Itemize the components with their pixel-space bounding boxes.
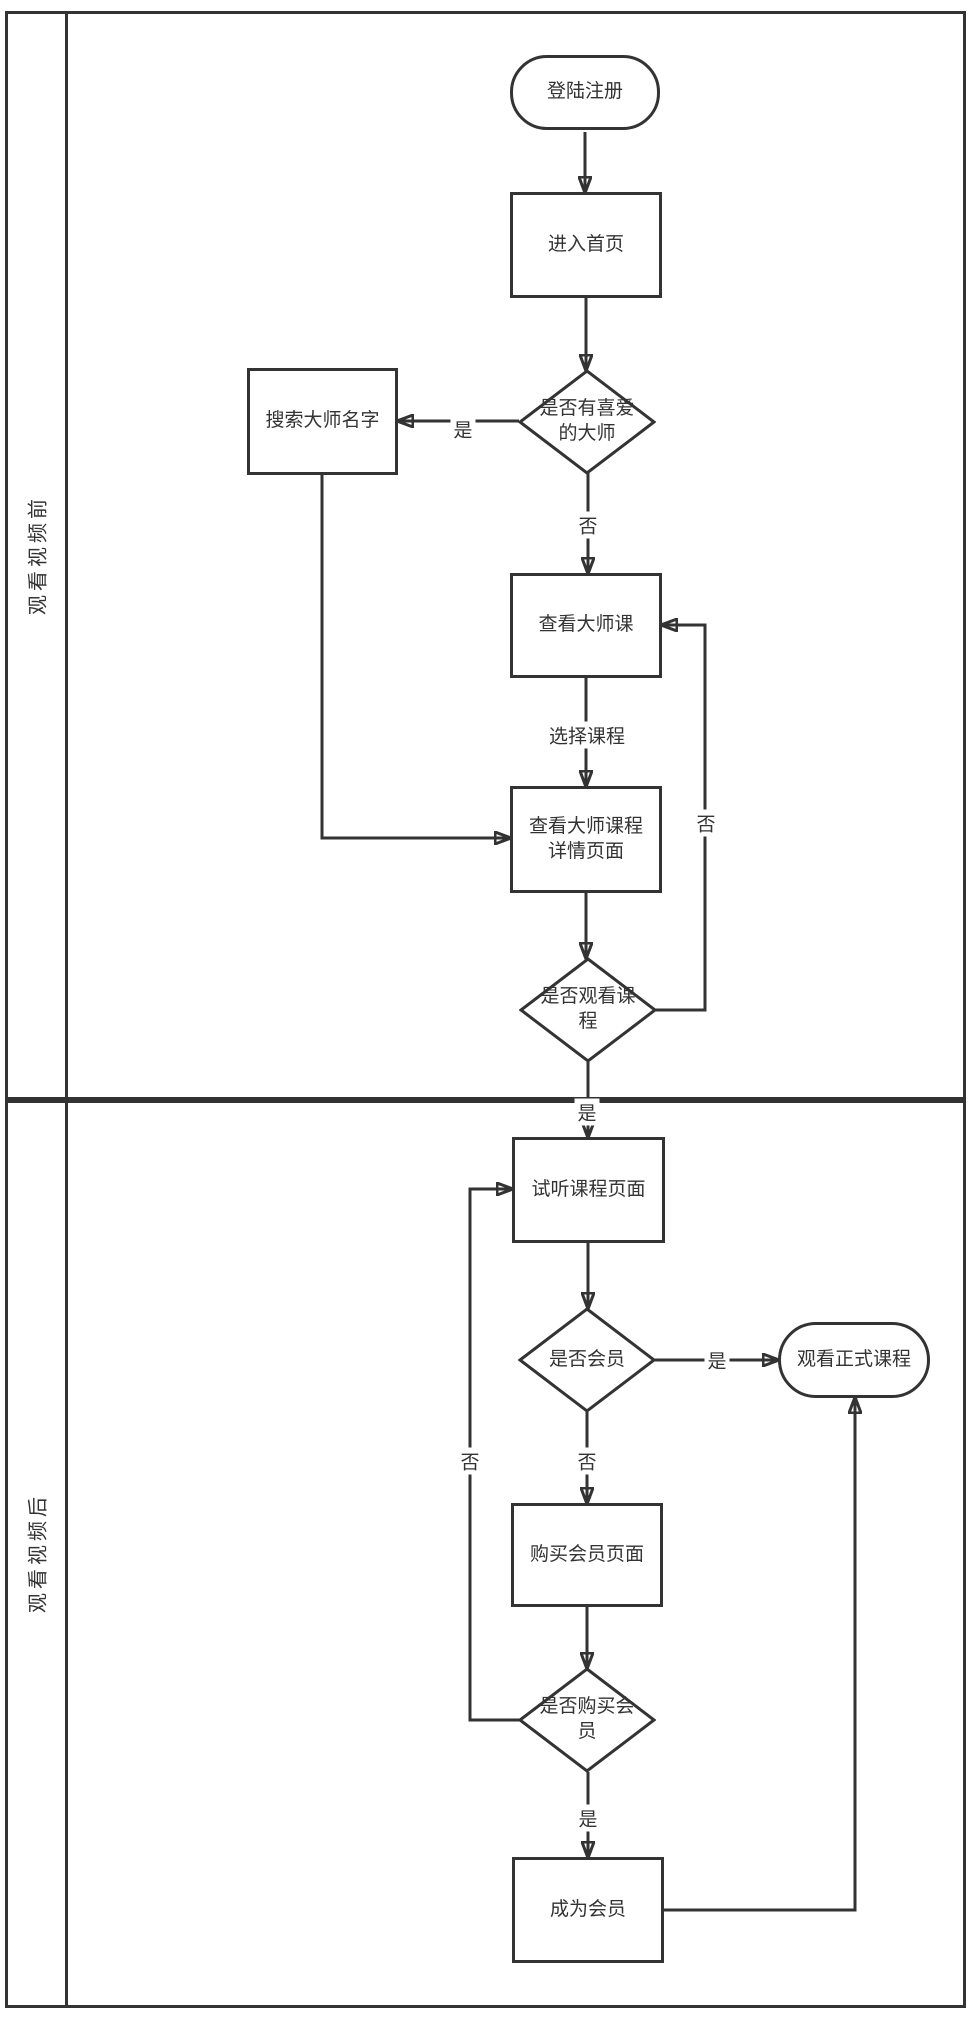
swimlane-border	[5, 11, 966, 2008]
course-detail-page-node: 查看大师课程 详情页面	[510, 786, 662, 893]
edge-label-yes: 是	[450, 415, 476, 443]
node-label: 试听课程页面	[531, 1178, 646, 1200]
node-label: 进入首页	[547, 233, 624, 255]
diamond-shape	[518, 1667, 656, 1773]
search-master-name-node: 搜索大师名字	[247, 368, 398, 475]
edge-label-no: 否	[574, 1447, 600, 1475]
lane-label-text: 观看视频后	[27, 1493, 50, 1613]
edge-label-no: 否	[693, 809, 719, 837]
diamond-shape	[518, 369, 656, 475]
edge-label-no: 否	[575, 511, 601, 539]
node-label: 是否会员	[548, 1348, 625, 1370]
node-label: 登陆注册	[546, 81, 623, 103]
node-label: 是否购买会 员	[539, 1696, 635, 1742]
buy-membership-decision: 是否购买会 员	[518, 1667, 656, 1773]
node-label: 是否观看课 程	[540, 986, 636, 1032]
node-label: 成为会员	[549, 1898, 626, 1920]
edge-label-yes: 是	[575, 1804, 601, 1832]
enter-homepage-node: 进入首页	[510, 192, 662, 298]
edge-label-no: 否	[457, 1447, 483, 1475]
lane-divider	[5, 1097, 966, 1103]
diamond-shape	[518, 1307, 656, 1413]
node-label: 是否有喜爱 的大师	[539, 398, 635, 444]
view-masterclass-node: 查看大师课	[510, 573, 662, 678]
edge-label-yes: 是	[574, 1098, 600, 1126]
edge-label-yes: 是	[704, 1346, 730, 1374]
lane-label-text: 观看视频前	[27, 495, 50, 615]
node-label: 搜索大师名字	[265, 410, 380, 432]
diamond-shape	[519, 957, 657, 1063]
become-member-node: 成为会员	[512, 1857, 664, 1963]
watch-formal-course-node: 观看正式课程	[778, 1322, 930, 1398]
favorite-master-decision: 是否有喜爱 的大师	[518, 369, 656, 475]
buy-membership-page-node: 购买会员页面	[511, 1503, 663, 1607]
watch-course-decision: 是否观看课 程	[519, 957, 657, 1063]
edge-search-to-detail	[320, 475, 510, 838]
trial-course-page-node: 试听课程页面	[512, 1137, 665, 1243]
node-label: 购买会员页面	[529, 1543, 644, 1565]
node-label: 观看正式课程	[796, 1348, 911, 1370]
edge-label-select-course: 选择课程	[545, 721, 629, 749]
start-node-login-register: 登陆注册	[510, 55, 660, 130]
node-label: 查看大师课	[538, 614, 634, 636]
is-member-decision: 是否会员	[518, 1307, 656, 1413]
node-label: 查看大师课程 详情页面	[528, 815, 643, 862]
edge-become-member-to-formal	[664, 1398, 855, 1912]
lane-header-divider	[65, 11, 68, 2008]
